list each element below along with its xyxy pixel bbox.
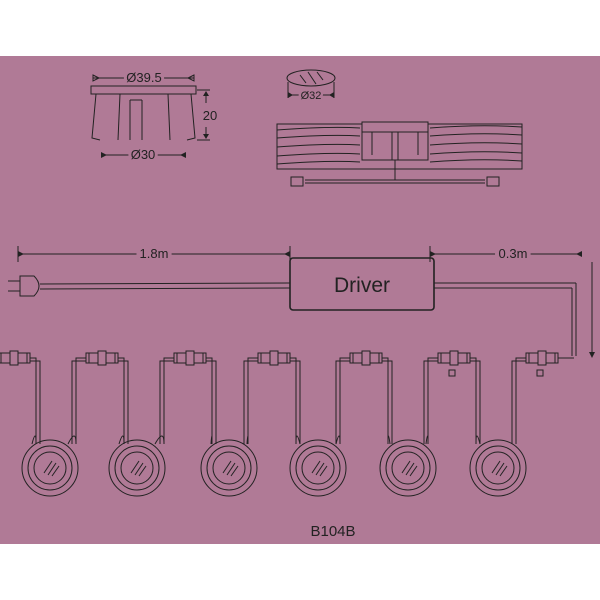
cable-connector — [437, 350, 471, 366]
installation-section-view — [276, 121, 523, 187]
lens-hatch — [315, 462, 325, 476]
light-fixture — [21, 439, 79, 497]
cable-segment — [515, 357, 526, 445]
lens-hatch — [405, 462, 415, 476]
height-label: 20 — [203, 108, 217, 123]
light-lens — [301, 451, 335, 485]
light-fixture — [289, 439, 347, 497]
lens-hatch — [138, 465, 147, 477]
cable-segment — [382, 360, 393, 444]
lens-hatch — [491, 460, 501, 474]
cable-segment — [30, 360, 41, 444]
light-fixture — [108, 439, 166, 497]
power-plug — [8, 275, 291, 297]
lens-hatch — [47, 462, 57, 476]
cable-segment — [30, 357, 37, 445]
inner-diameter-label: Ø30 — [131, 147, 156, 162]
cable-segment — [470, 360, 481, 444]
cable-segment — [154, 357, 174, 445]
light-fixture — [200, 439, 258, 497]
light-fixture-ring — [114, 445, 160, 491]
diagram-background — [0, 56, 600, 544]
lens-hatch — [226, 462, 236, 476]
cable-segment — [423, 360, 438, 444]
light-fixture-ring — [475, 445, 521, 491]
light-fixture — [469, 439, 527, 497]
cable-segment — [159, 360, 174, 444]
lens-hatch — [51, 465, 60, 477]
cable-segment — [118, 360, 129, 444]
cable-segment — [243, 360, 258, 444]
cable-connector — [85, 350, 119, 366]
lens-hatch — [43, 460, 53, 474]
light-lens — [120, 451, 154, 485]
lens-hatch — [409, 465, 418, 477]
output-cable-dimension — [429, 246, 582, 262]
end-cap-icon — [536, 369, 544, 377]
light-fixture-ring — [27, 445, 73, 491]
lens-hatch — [230, 465, 239, 477]
cable-segment — [425, 357, 438, 445]
output-cable-length: 0.3m — [499, 246, 528, 261]
cable-connector — [525, 350, 559, 366]
cable-connector — [349, 350, 383, 366]
light-lens — [212, 451, 246, 485]
lens-hatch — [311, 460, 321, 474]
light-chain — [0, 350, 574, 497]
light-fixture-ring — [295, 445, 341, 491]
lens-hatch — [130, 460, 140, 474]
model-number: B104B — [310, 523, 355, 540]
lens-hatch — [319, 465, 328, 477]
cable-segment — [335, 360, 350, 444]
cable-segment — [290, 357, 301, 445]
cable-segment — [470, 357, 481, 445]
light-lens — [33, 451, 67, 485]
cable-segment — [206, 360, 217, 444]
cable-segment — [67, 357, 86, 445]
cable-segment — [206, 357, 213, 445]
output-cable — [434, 262, 595, 358]
driver-box — [289, 257, 435, 311]
light-fixture-ring — [385, 445, 431, 491]
cable-connector — [173, 350, 207, 366]
light-fixture-ring — [206, 445, 252, 491]
cable-segment — [335, 357, 350, 445]
light-lens — [391, 451, 425, 485]
driver-label: Driver — [334, 274, 390, 297]
lens-hatch — [499, 465, 508, 477]
cable-segment — [290, 360, 301, 444]
end-cap-icon — [448, 369, 456, 377]
light-fixture — [379, 439, 437, 497]
cable-segment — [118, 357, 125, 445]
cutout-view — [286, 69, 336, 98]
cable-connector — [0, 350, 31, 366]
cutout-diameter-label: Ø32 — [301, 90, 322, 102]
light-lens — [481, 451, 515, 485]
cable-segment — [246, 357, 258, 445]
cable-connector — [257, 350, 291, 366]
lens-hatch — [495, 462, 505, 476]
cable-segment — [71, 360, 86, 444]
fixture-side-view — [90, 74, 210, 158]
lens-hatch — [222, 460, 232, 474]
input-cable-length: 1.8m — [140, 246, 169, 261]
cable-segment — [382, 357, 391, 445]
lens-hatch — [134, 462, 144, 476]
outer-diameter-label: Ø39.5 — [126, 70, 161, 85]
lens-hatch — [401, 460, 411, 474]
cable-segment — [511, 360, 526, 444]
